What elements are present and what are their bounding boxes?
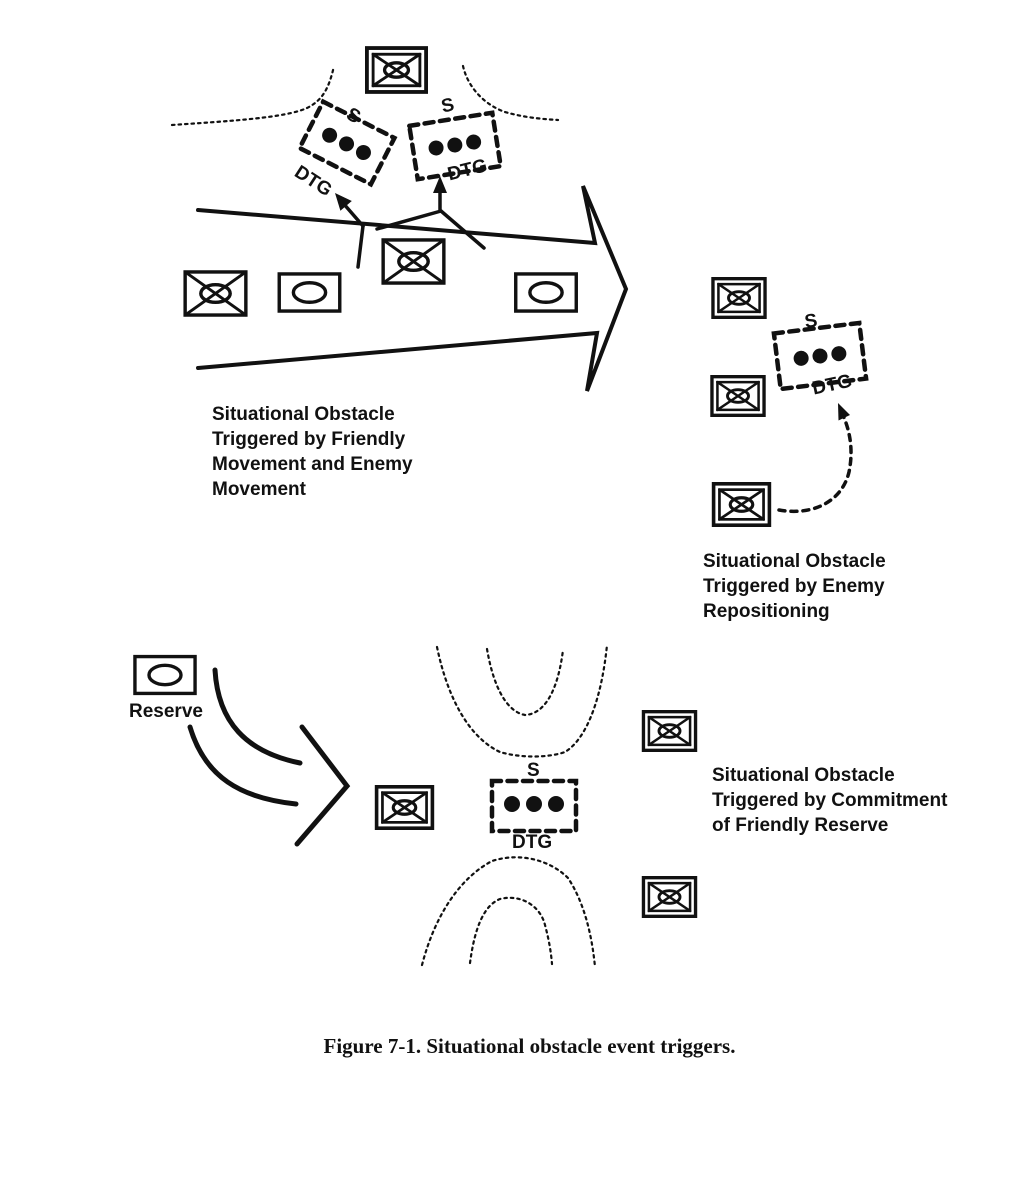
trigger-arrow-left <box>335 193 365 269</box>
caption-line: Situational Obstacle <box>703 551 886 572</box>
enemy-unit-icon <box>374 785 435 830</box>
situational-obstacle-icon <box>296 98 398 188</box>
caption-line: Movement and Enemy <box>212 454 413 475</box>
caption-line: Situational Obstacle <box>212 404 395 425</box>
caption-friendly-reserve: Situational Obstacle Triggered by Commit… <box>712 763 947 838</box>
trigger-arrow-right <box>375 176 486 250</box>
enemy-unit-icon <box>711 482 772 527</box>
caption-line: Triggered by Enemy <box>703 576 885 597</box>
enemy-unit-icon <box>641 876 698 918</box>
axis-of-advance-arrow <box>196 185 629 392</box>
caption-enemy-repositioning: Situational Obstacle Triggered by Enemy … <box>703 549 886 624</box>
obstacle-dtg-label: DTG <box>512 832 553 853</box>
caption-line: Triggered by Friendly <box>212 429 406 450</box>
caption-line: Movement <box>212 479 306 500</box>
reserve-curved-arrow <box>187 667 351 847</box>
terrain-contours <box>420 643 609 969</box>
friendly-mech-unit-icon <box>381 238 446 285</box>
enemy-unit-icon <box>710 375 766 417</box>
reserve-unit-label: Reserve <box>129 701 203 722</box>
friendly-armor-unit-icon <box>277 272 342 313</box>
caption-line: of Friendly Reserve <box>712 815 889 836</box>
caption-friendly-enemy-movement: Situational Obstacle Triggered by Friend… <box>212 402 413 502</box>
situational-obstacle-icon <box>771 320 869 392</box>
friendly-armor-unit-icon <box>133 654 197 696</box>
terrain-dotted-line-right <box>461 64 560 122</box>
situational-obstacle-icon <box>406 110 504 182</box>
caption-line: Triggered by Commitment <box>712 790 948 811</box>
obstacle-situational-label: S <box>527 760 540 781</box>
figure-caption: Figure 7-1. Situational obstacle event t… <box>323 1034 736 1058</box>
friendly-armor-unit-icon <box>513 272 579 313</box>
enemy-unit-icon <box>641 710 698 752</box>
caption-line: Repositioning <box>703 601 830 622</box>
friendly-mech-unit-icon <box>183 270 248 317</box>
repositioning-dashed-arrow <box>777 403 853 513</box>
caption-line: Situational Obstacle <box>712 765 895 786</box>
terrain-dotted-line-left <box>170 64 336 127</box>
situational-obstacle-icon <box>489 778 579 834</box>
enemy-unit-icon <box>711 277 767 319</box>
enemy-unit-icon <box>365 46 428 94</box>
